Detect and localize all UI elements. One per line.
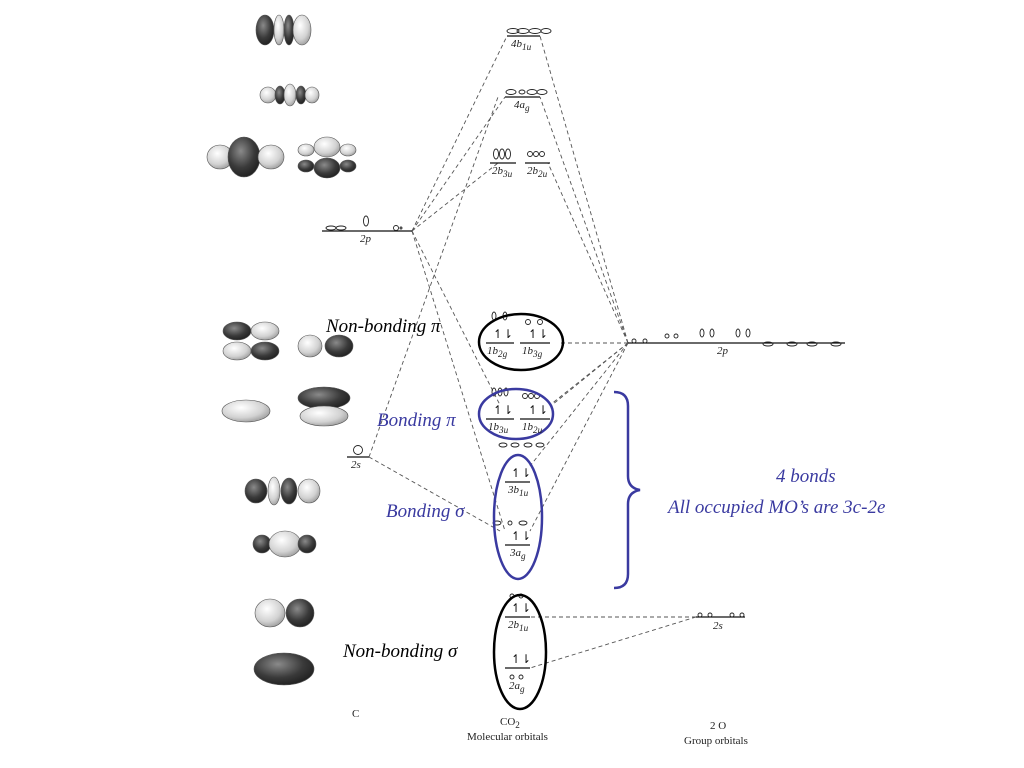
orbital-picture-2b3u (206, 136, 285, 178)
bonding-sigma-label: Bonding σ (386, 501, 465, 522)
c-2s-label: 2s (351, 459, 361, 471)
orbital-picture-1b2u (297, 386, 351, 427)
mo-label-1b3u: 1b3u (488, 421, 509, 436)
bonds-count-label: 4 bonds (776, 466, 836, 487)
orbital-picture-1b3u (221, 399, 271, 423)
orbital-picture-3ag (252, 530, 317, 558)
nonbonding-sigma-label: Non-bonding σ (343, 641, 458, 662)
nonbonding-sigma-ring (492, 593, 548, 711)
column-label-group: 2 O (710, 720, 727, 732)
bonds-description-label: All occupied MO’s are 3c-2e (668, 497, 886, 518)
orbital-picture-3b1u (244, 476, 321, 506)
electrons-2b1u: ↿⇂ (511, 601, 532, 615)
electrons-3ag: ↿⇂ (511, 529, 532, 543)
mo-label-4b1u: 4b1u (511, 38, 532, 53)
electrons-1b3u: ↿⇂ (493, 403, 514, 417)
orbital-picture-4ag (259, 83, 320, 107)
mo-label-2b1u: 2b1u (508, 619, 529, 634)
mo-label-2b3u: 2b3u (492, 165, 513, 180)
bonding-sigma-ring (492, 453, 544, 581)
orbital-picture-2ag (253, 652, 315, 686)
mo-label-2ag: 2ag (509, 680, 525, 695)
orbital-picture-2b1u (254, 598, 315, 628)
column-caption-group: Group orbitals (684, 735, 748, 747)
orbital-picture-4b1u (255, 14, 312, 46)
orbital-picture-1b3g (297, 334, 354, 358)
column-caption-molecule: Molecular orbitals (467, 731, 548, 743)
nonbonding-pi-ring (477, 312, 565, 372)
mo-label-1b2g: 1b2g (487, 345, 508, 360)
level-orbital-glyphs (325, 28, 842, 680)
mo-label-1b2u: 1b2u (522, 421, 543, 436)
energy-levels (322, 35, 845, 669)
orbital-pictures (206, 14, 357, 686)
mo-label-2b2u: 2b2u (527, 165, 548, 180)
correlation-lines (368, 35, 697, 669)
bonding-pi-ring (477, 387, 555, 441)
bonding-pi-label: Bonding π (377, 410, 456, 431)
electrons-3b1u: ↿⇂ (511, 466, 532, 480)
o-2p-label: 2p (717, 345, 728, 357)
nonbonding-pi-label: Non-bonding π (326, 316, 441, 337)
electrons-1b2u: ↿⇂ (528, 403, 549, 417)
o-2s-label: 2s (713, 620, 723, 632)
electrons-1b3g: ↿⇂ (528, 327, 549, 341)
orbital-picture-2b2u (297, 136, 357, 179)
orbital-picture-1b2g (222, 321, 280, 361)
electrons-1b2g: ↿⇂ (493, 327, 514, 341)
electrons-2ag: ↿⇂ (511, 652, 532, 666)
mo-label-3ag: 3ag (510, 547, 526, 562)
mo-label-1b3g: 1b3g (522, 345, 543, 360)
column-label-molecule: CO2 (500, 716, 520, 731)
c-2p-label: 2p (360, 233, 371, 245)
column-label-atom: C (352, 708, 360, 720)
mo-label-3b1u: 3b1u (508, 484, 529, 499)
mo-label-4ag: 4ag (514, 99, 530, 114)
bonds-brace (613, 390, 641, 590)
